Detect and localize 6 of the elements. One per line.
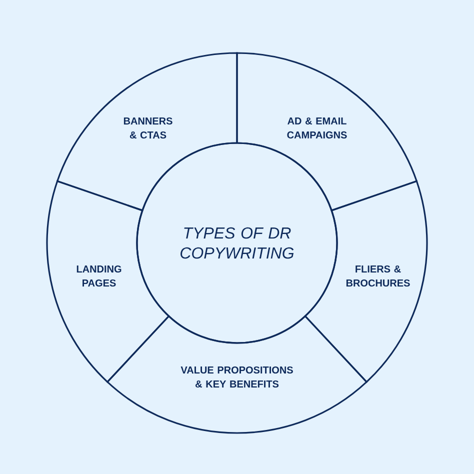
node-label: TYPES OF DR COPYWRITING [180, 227, 294, 259]
ring-segment: LANDING PAGES [46, 180, 170, 383]
ring-segment: VALUE PROPOSITIONS & KEY BENEFITS [106, 315, 368, 434]
ring-segment: FLIERS & BROCHURES [304, 180, 428, 383]
ring-segment: BANNERS & CTAS [56, 52, 238, 212]
ring-segment: AD & EMAIL CAMPAIGNS [236, 52, 418, 212]
